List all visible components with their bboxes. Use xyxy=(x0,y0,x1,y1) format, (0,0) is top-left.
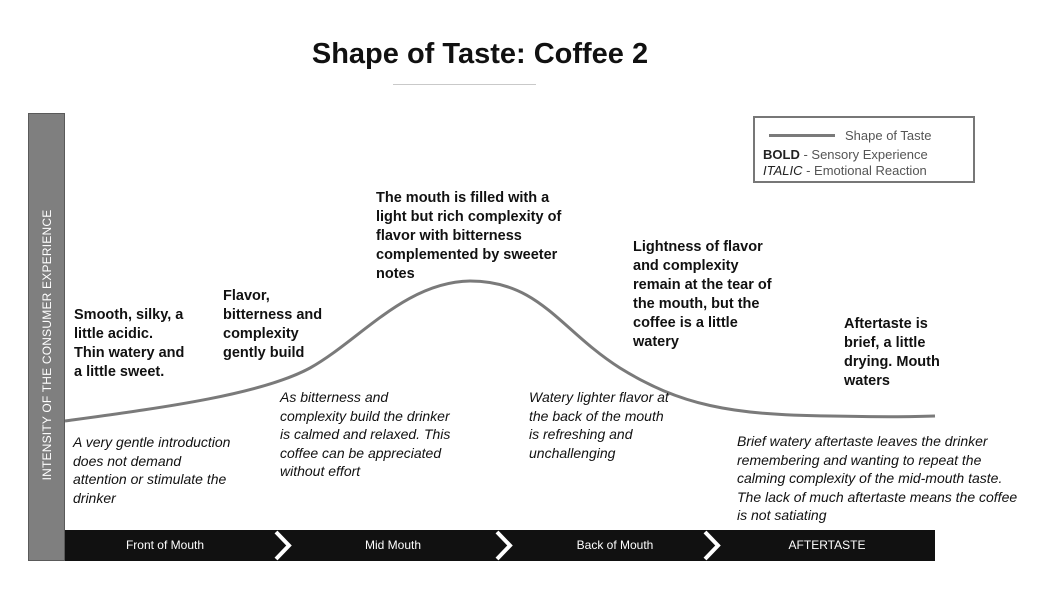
page-title: Shape of Taste: Coffee 2 xyxy=(311,38,649,70)
chevron-right-icon xyxy=(703,530,721,561)
stage-aftertaste: AFTERTASTE xyxy=(788,538,866,552)
legend: Shape of Taste BOLD - Sensory Experience… xyxy=(753,116,975,183)
y-axis-bar xyxy=(28,113,65,561)
emotional-note-build: As bitterness and complexity build the d… xyxy=(280,389,451,479)
shape-of-taste-curve xyxy=(64,279,936,423)
legend-italic-row: ITALIC - Emotional Reaction xyxy=(763,163,927,178)
sensory-note-back: Lightness of flavor and complexity remai… xyxy=(633,239,772,350)
legend-line-label: Shape of Taste xyxy=(845,128,932,143)
legend-italic-key: ITALIC xyxy=(763,163,803,178)
legend-bold-key: BOLD xyxy=(763,147,800,162)
sensory-note-build: Flavor, bitterness and complexity gently… xyxy=(223,288,323,361)
sensory-note-aftertaste: Aftertaste is brief, a little drying. Mo… xyxy=(844,316,940,389)
legend-line-swatch xyxy=(769,134,835,137)
emotional-note-aftertaste: Brief watery aftertaste leaves the drink… xyxy=(737,433,1018,523)
title-divider xyxy=(393,84,536,85)
sensory-note-mid: The mouth is filled with a light but ric… xyxy=(376,190,562,282)
stage-mid-mouth: Mid Mouth xyxy=(364,538,422,552)
chevron-right-icon xyxy=(495,530,513,561)
legend-bold-desc: - Sensory Experience xyxy=(799,147,928,162)
chevron-right-icon xyxy=(274,530,292,561)
emotional-note-front: A very gentle introduction does not dema… xyxy=(73,434,231,506)
legend-bold-row: BOLD - Sensory Experience xyxy=(763,147,928,162)
sensory-note-front: Smooth, silky, a little acidic. Thin wat… xyxy=(74,307,185,380)
legend-italic-desc: - Emotional Reaction xyxy=(802,163,927,178)
emotional-note-back: Watery lighter flavor at the back of the… xyxy=(529,389,669,461)
stage-front-of-mouth: Front of Mouth xyxy=(125,538,205,552)
stage-back-of-mouth: Back of Mouth xyxy=(576,538,654,552)
